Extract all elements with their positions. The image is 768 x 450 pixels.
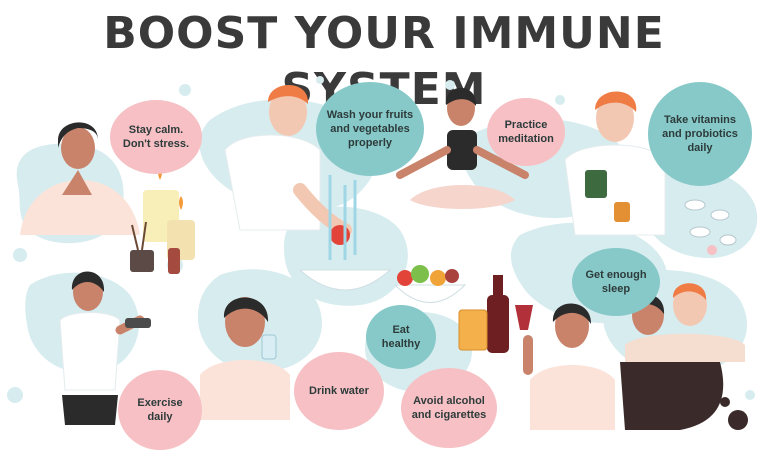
tip-vitamins: Take vitamins and probiotics daily [648,82,752,186]
tip-wash-produce: Wash your fruits and vegetables properly [316,82,424,176]
person-vitamins-figure [564,91,737,255]
infographic-stage: Stay calm. Don't stress. Wash your fruit… [0,70,768,450]
person-washing-figure [224,85,392,291]
couple-sleeping-figure [620,283,745,430]
person-drinking-figure [200,297,290,420]
tip-avoid-alcohol: Avoid alcohol and cigarettes [401,368,497,448]
tip-exercise: Exercise daily [118,370,202,450]
tip-meditation: Practice meditation [487,98,565,166]
person-exercising-figure [59,271,151,425]
alcohol-illustration [458,275,533,353]
candles-illustration [130,166,195,274]
background-illustration [7,76,758,430]
person-praying-figure [20,122,140,235]
tip-stay-calm: Stay calm. Don't stress. [110,100,202,174]
tip-drink-water: Drink water [294,352,384,430]
person-refusing-figure [523,303,615,430]
food-bowl-illustration [393,265,467,303]
tip-sleep: Get enough sleep [572,248,660,316]
tip-eat-healthy: Eat healthy [366,305,436,369]
person-meditating-figure [396,87,529,209]
